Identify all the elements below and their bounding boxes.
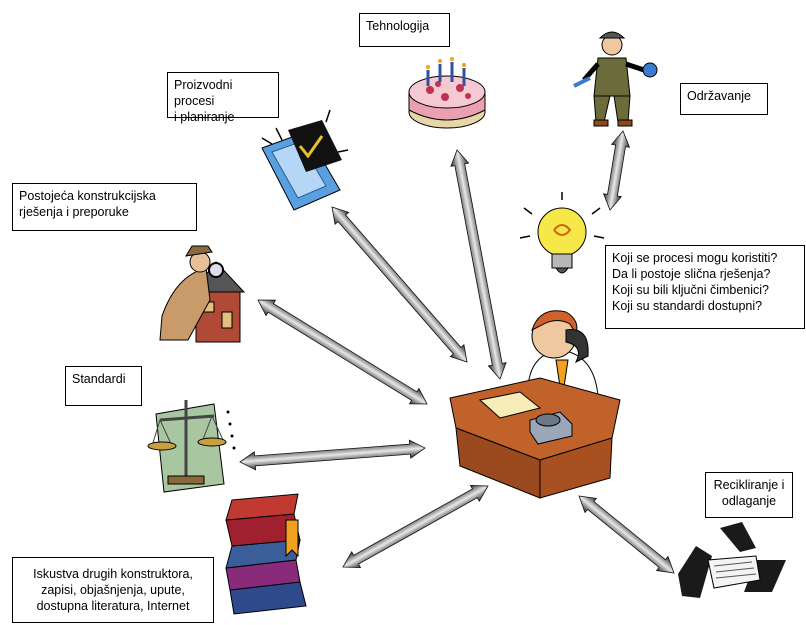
arrow-standardi [239,439,426,471]
label-text: Standardi [72,372,126,386]
cake-icon [408,57,486,129]
label-text-line-3: dostupna literatura, Internet [36,599,190,613]
label-text-line-1: Iskustva drugih konstruktora, [33,567,193,581]
label-text-line-2: i planiranje [174,110,235,124]
arrow-postojeca [257,299,428,405]
label-text-line-2: zapisi, objašnjenja, upute, [41,583,185,597]
label-text-line-1: Recikliranje i [713,478,785,492]
question-2: Da li postoje slična rješenja? [612,267,771,281]
label-text-line-1: Proizvodni procesi [174,78,233,108]
question-4: Koji su standardi dostupni? [612,299,763,313]
arrow-iskustva [342,485,489,568]
scales-icon [147,400,236,493]
label-text-line-2: rješenja i preporuke [19,205,129,219]
label-tehnologija: Tehnologija [359,13,450,47]
arrow-recikliranje [578,495,675,574]
mechanic-icon [573,31,658,127]
person-at-desk-icon [449,310,621,499]
label-iskustva: Iskustva drugih konstruktora, zapisi, ob… [12,557,214,623]
detective-house-icon [159,245,246,343]
arrow-proizvodni [331,206,468,363]
laptop-icon [261,109,349,211]
label-text-line-2: odlaganje [721,494,777,508]
label-standardi: Standardi [65,366,142,406]
label-text-line-1: Postojeća konstrukcijska [19,189,156,203]
label-proizvodni-procesi: Proizvodni procesi i planiranje [167,72,279,124]
books-icon [225,493,307,615]
label-text: Tehnologija [366,19,430,33]
label-odrzavanje: Održavanje [680,83,768,115]
lightbulb-icon [519,192,605,274]
question-1: Koji se procesi mogu koristiti? [612,251,778,265]
connector-arrows [239,130,675,574]
question-3: Koji su bili ključni čimbenici? [612,283,770,297]
label-recikliranje: Recikliranje i odlaganje [705,472,793,518]
arrow-tehnologija [450,149,507,380]
label-text: Održavanje [687,89,751,103]
label-postojeca-rjesenja: Postojeća konstrukcijska rješenja i prep… [12,183,197,231]
arrow-odrzavanje [602,130,631,211]
recycle-icon [678,522,786,598]
label-kljucna-pitanja: Koji se procesi mogu koristiti? Da li po… [605,245,805,329]
